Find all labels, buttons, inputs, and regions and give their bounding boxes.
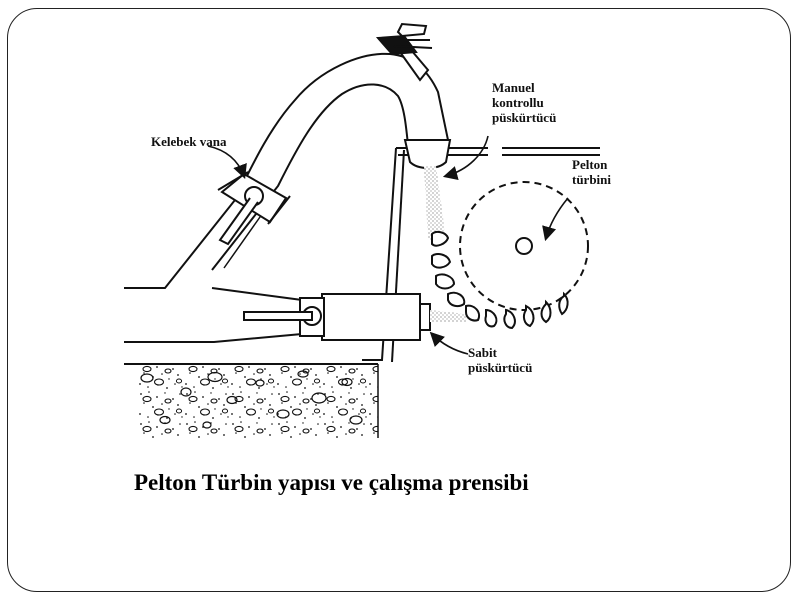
manual-nozzle	[375, 22, 452, 169]
arrow-pelton-turbine	[542, 197, 569, 242]
arrow-fixed-nozzle	[429, 331, 469, 355]
butterfly-valve-label: Kelebek vana	[151, 134, 227, 149]
pelton-turbine-label: Pelton türbini	[572, 157, 611, 187]
manual-nozzle-label-line-1: Manuel	[492, 80, 535, 95]
ground	[124, 363, 379, 438]
fixed-nozzle-label-line-1: Sabit	[468, 345, 497, 360]
fixed-jet	[430, 310, 466, 322]
pelton-turbine-label-line-2: türbini	[572, 172, 612, 187]
arrow-manual-nozzle	[442, 135, 489, 180]
fixed-nozzle-label: Sabit püskürtücü	[468, 345, 532, 375]
manual-jet	[424, 166, 446, 240]
fixed-nozzle-label-line-2: püskürtücü	[468, 360, 533, 375]
pelton-wheel	[431, 181, 589, 330]
fixed-nozzle	[243, 293, 431, 341]
diagram-caption: Pelton Türbin yapısı ve çalışma prensibi	[134, 470, 529, 495]
manual-nozzle-label-line-3: püskürtücü	[492, 110, 557, 125]
leader-lines	[207, 135, 569, 355]
manual-nozzle-label-line-2: kontrollu	[492, 95, 544, 110]
manual-nozzle-label: Manuel kontrollu püskürtücü	[492, 80, 556, 125]
arrow-butterfly-valve	[207, 145, 247, 179]
butterfly-valve	[217, 171, 291, 246]
pelton-turbine-label-line-1: Pelton	[572, 157, 608, 172]
